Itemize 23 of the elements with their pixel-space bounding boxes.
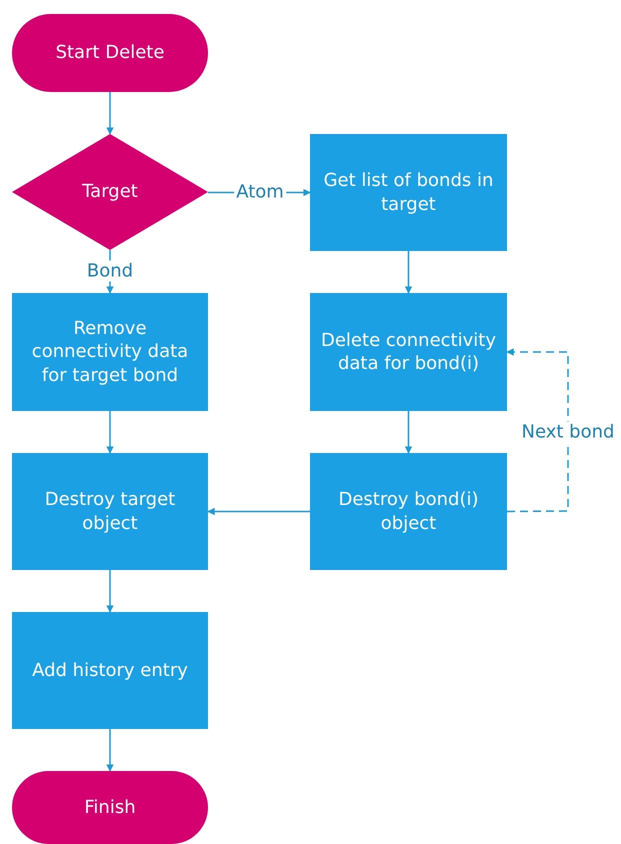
process-box bbox=[12, 453, 208, 570]
node-label: Get list of bonds in target bbox=[322, 169, 494, 216]
node-label: Start Delete bbox=[56, 41, 164, 65]
arrow bbox=[106, 570, 114, 613]
node-label: Add history entry bbox=[32, 658, 188, 682]
node-label: Remove connectivity data for target bond bbox=[30, 316, 190, 388]
arrow bbox=[106, 92, 114, 135]
dashed-arrow bbox=[506, 348, 569, 512]
process-box bbox=[310, 134, 507, 251]
node-label: Destroy target object bbox=[44, 488, 176, 535]
process-box bbox=[310, 453, 507, 570]
process-box bbox=[12, 293, 208, 411]
arrow bbox=[106, 411, 114, 454]
arrow bbox=[404, 251, 412, 294]
arrow bbox=[207, 508, 310, 516]
arrow bbox=[106, 729, 114, 772]
process-box bbox=[12, 612, 208, 729]
arrow bbox=[404, 411, 412, 454]
node-label: Destroy bond(i) object bbox=[337, 488, 480, 535]
node-label: Delete connectivity data for bond(i) bbox=[320, 328, 497, 376]
node-label: Target bbox=[82, 180, 138, 204]
node-label: Finish bbox=[84, 796, 136, 820]
process-box bbox=[310, 293, 507, 411]
